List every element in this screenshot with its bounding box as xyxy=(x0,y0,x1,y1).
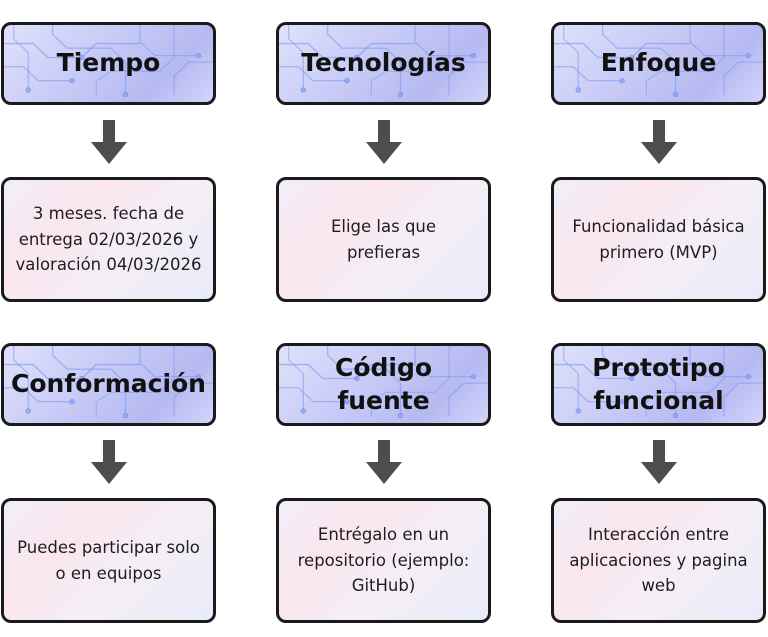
card-tecnologias-title: Tecnologías xyxy=(279,25,488,102)
card-conformacion-header: Conformación xyxy=(1,343,216,426)
card-tecnologias-header: Tecnologías xyxy=(276,22,491,105)
card-enfoque-header: Enfoque xyxy=(551,22,766,105)
arrow-down-icon xyxy=(366,440,402,484)
card-tecnologias-body: Elige las que prefieras xyxy=(276,177,491,302)
card-prototipo-body: Interacción entre aplicaciones y pagina … xyxy=(551,498,766,623)
card-conformacion-body: Puedes participar solo o en equipos xyxy=(1,498,216,623)
card-enfoque-body: Funcionalidad básica primero (MVP) xyxy=(551,177,766,302)
card-codigo-body: Entrégalo en un repositorio (ejemplo: Gi… xyxy=(276,498,491,623)
arrow-down-icon xyxy=(91,120,127,164)
card-conformacion-title: Conformación xyxy=(4,346,213,423)
card-tecnologias-text: Elige las que prefieras xyxy=(279,180,488,299)
card-enfoque-text: Funcionalidad básica primero (MVP) xyxy=(554,180,763,299)
card-conformacion-text: Puedes participar solo o en equipos xyxy=(4,501,213,620)
card-tiempo-title: Tiempo xyxy=(4,25,213,102)
arrow-down-icon xyxy=(641,120,677,164)
card-codigo-header: Código fuente xyxy=(276,343,491,426)
card-codigo-title: Código fuente xyxy=(279,346,488,423)
arrow-down-icon xyxy=(641,440,677,484)
card-prototipo-title: Prototipo funcional xyxy=(554,346,763,423)
card-prototipo-header: Prototipo funcional xyxy=(551,343,766,426)
card-codigo-text: Entrégalo en un repositorio (ejemplo: Gi… xyxy=(279,501,488,620)
card-tiempo-header: Tiempo xyxy=(1,22,216,105)
card-prototipo-text: Interacción entre aplicaciones y pagina … xyxy=(554,501,763,620)
arrow-down-icon xyxy=(366,120,402,164)
card-tiempo-body: 3 meses. fecha de entrega 02/03/2026 y v… xyxy=(1,177,216,302)
arrow-down-icon xyxy=(91,440,127,484)
card-tiempo-text: 3 meses. fecha de entrega 02/03/2026 y v… xyxy=(4,180,213,299)
card-enfoque-title: Enfoque xyxy=(554,25,763,102)
